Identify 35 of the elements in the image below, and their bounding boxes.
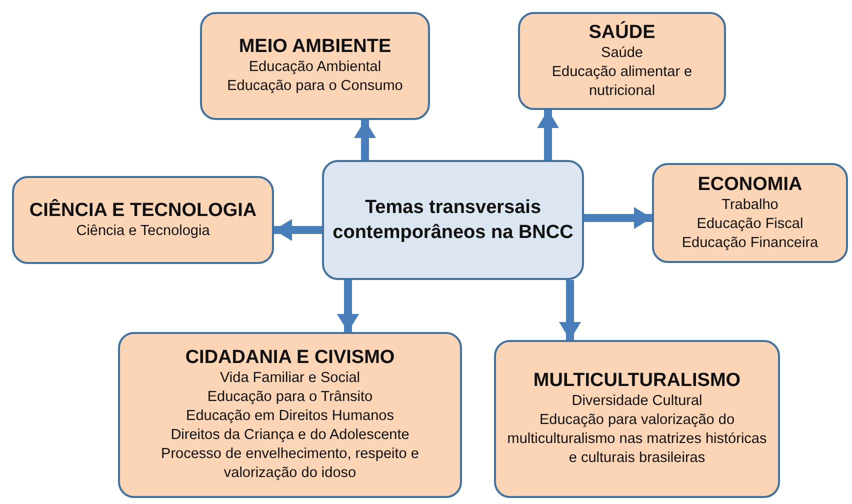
block-arrow	[337, 280, 359, 332]
topic-item: Educação para o Trânsito	[207, 388, 373, 407]
topic-item: Trabalho	[722, 196, 778, 214]
topic-heading: SAÚDE	[588, 22, 656, 44]
block-arrow	[559, 280, 581, 340]
topic-item: Educação alimentar e nutricional	[550, 62, 694, 100]
topic-box	[200, 12, 430, 120]
topic-heading: MEIO AMBIENTE	[238, 36, 392, 58]
block-arrow	[537, 110, 559, 160]
topic-heading: CIÊNCIA E TECNOLOGIA	[29, 200, 257, 222]
topic-item: Educação em Direitos Humanos	[186, 407, 394, 426]
topic-item: Saúde	[601, 44, 643, 62]
topic-box	[518, 12, 726, 110]
topic-item: Educação para valorização do multiculturalismo nas matrizes históricas e culturais brasileiras	[506, 411, 768, 468]
topic-item: Direitos da Criança e do Adolescente	[170, 426, 410, 445]
topic-item: Educação Ambiental	[248, 58, 382, 77]
topic-box	[652, 163, 848, 263]
topic-item: Educação Financeira	[682, 234, 818, 252]
topic-heading: MULTICULTURALISMO	[533, 370, 741, 392]
topic-item: Educação para o Consumo	[227, 77, 403, 96]
topic-heading: CIDADANIA E CIVISMO	[185, 347, 395, 369]
block-arrow	[584, 207, 652, 229]
topic-item: Vida Familiar e Social	[220, 369, 360, 388]
block-arrow	[354, 120, 376, 160]
central-topic-box	[322, 160, 584, 280]
topic-box	[494, 340, 780, 498]
central-title: Temas transversais contemporâneos na BNCC	[332, 196, 574, 245]
block-arrow	[274, 219, 322, 241]
topic-item: Processo de envelhecimento, respeito e valorização do idoso	[160, 445, 420, 483]
topic-item: Ciência e Tecnologia	[76, 222, 210, 240]
topic-box	[12, 176, 274, 264]
topic-box	[118, 332, 462, 498]
topic-heading: ECONOMIA	[698, 174, 802, 196]
topic-item: Educação Fiscal	[696, 214, 804, 234]
topic-item: Diversidade Cultural	[572, 392, 702, 411]
